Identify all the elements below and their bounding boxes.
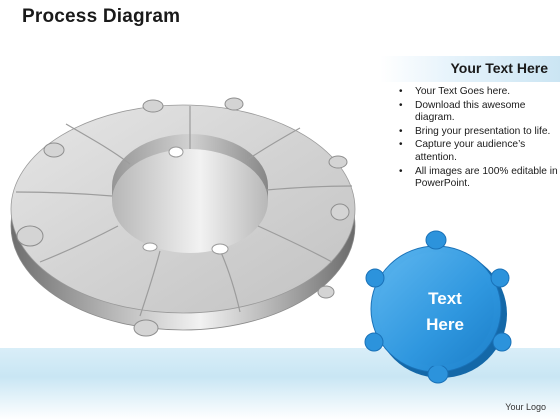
ring-top-surface <box>10 104 356 314</box>
bullet-item: •All images are 100% editable in PowerPo… <box>399 165 558 190</box>
ring-outer-tabs <box>16 97 350 337</box>
ring-inner-wall <box>112 134 268 201</box>
blue-piece-label-line: Here <box>426 315 464 334</box>
bullet-item: •Download this awesome diagram. <box>399 99 526 124</box>
slide-title: Process Diagram <box>22 6 181 27</box>
bullet-dot-icon: • <box>399 165 403 177</box>
text-header-bar: Your Text Here <box>380 56 560 82</box>
bullet-dot-icon: • <box>399 99 403 111</box>
bullet-list: •Your Text Goes here. •Download this awe… <box>398 86 558 192</box>
ring-inner-notches <box>142 146 229 255</box>
bullet-dot-icon: • <box>399 86 403 97</box>
ring-piece-seams <box>15 106 353 317</box>
bullet-item: •Bring your presentation to life. <box>399 125 551 137</box>
blue-piece-label: Text Here <box>395 286 495 338</box>
bullet-dot-icon: • <box>399 125 403 137</box>
logo-text: Your Logo <box>505 402 546 412</box>
blue-puzzle-piece <box>364 230 512 384</box>
bullet-dot-icon: • <box>399 139 403 151</box>
text-header: Your Text Here <box>450 60 548 76</box>
bullet-item: •Your Text Goes here. <box>399 86 511 97</box>
bullet-item: •Capture your audience’s attention. <box>399 139 526 163</box>
blue-piece-label-line: Text <box>428 289 462 308</box>
